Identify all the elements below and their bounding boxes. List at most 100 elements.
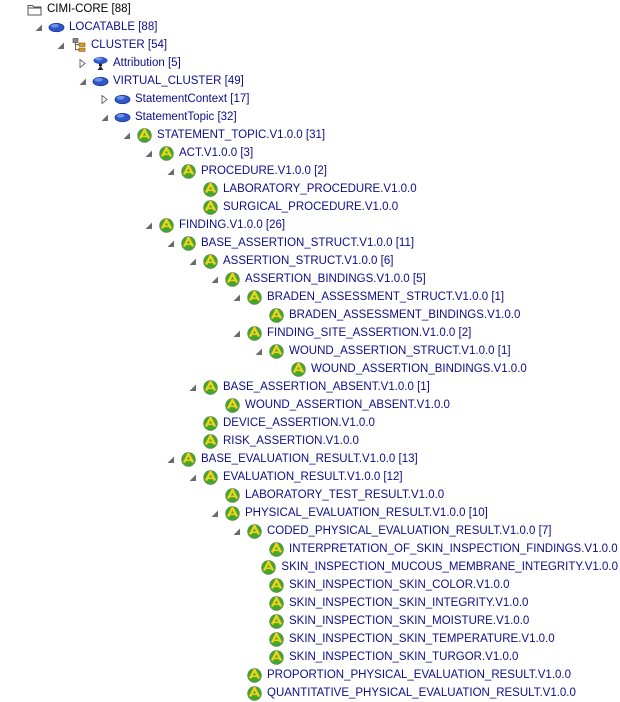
expanded-twisty-icon[interactable] (209, 508, 220, 519)
tree-node-statement-topic-v1-0-0[interactable]: STATEMENT_TOPIC.V1.0.0 [31] (0, 126, 620, 144)
tree-node-skin-inspection-skin-temperature-v1-0-0[interactable]: SKIN_INSPECTION_SKIN_TEMPERATURE.V1.0.0 (0, 630, 620, 648)
tree-node-label: ASSERTION_STRUCT.V1.0.0 [6] (223, 255, 394, 267)
tree-node-finding-site-assertion-v1-0-0[interactable]: FINDING_SITE_ASSERTION.V1.0.0 [2] (0, 324, 620, 342)
expanded-twisty-icon[interactable] (165, 454, 176, 465)
folder-icon (26, 1, 43, 17)
tree-node-skin-inspection-skin-turgor-v1-0-0[interactable]: SKIN_INSPECTION_SKIN_TURGOR.V1.0.0 (0, 648, 620, 666)
archetype-icon (136, 127, 153, 143)
tree-node-risk-assertion-v1-0-0[interactable]: RISK_ASSERTION.V1.0.0 (0, 432, 620, 450)
archetype-icon (268, 613, 285, 629)
expanded-twisty-icon[interactable] (187, 256, 198, 267)
tree-node-wound-assertion-struct-v1-0-0[interactable]: WOUND_ASSERTION_STRUCT.V1.0.0 [1] (0, 342, 620, 360)
tree-node-label: SKIN_INSPECTION_SKIN_TURGOR.V1.0.0 (289, 651, 519, 663)
tree-node-skin-inspection-mucous-membrane-integrity-v1-0-0[interactable]: SKIN_INSPECTION_MUCOUS_MEMBRANE_INTEGRIT… (0, 558, 620, 576)
tree-node-procedure-v1-0-0[interactable]: PROCEDURE.V1.0.0 [2] (0, 162, 620, 180)
tree-node-cluster[interactable]: CLUSTER [54] (0, 36, 620, 54)
tree-node-label: QUANTITATIVE_PHYSICAL_EVALUATION_RESULT.… (267, 687, 576, 699)
expanded-twisty-icon[interactable] (231, 526, 242, 537)
expanded-twisty-icon[interactable] (33, 22, 44, 33)
tree-node-wound-assertion-bindings-v1-0-0[interactable]: WOUND_ASSERTION_BINDINGS.V1.0.0 (0, 360, 620, 378)
tree-node-quantitative-physical-evaluation-result-v1-0-0[interactable]: QUANTITATIVE_PHYSICAL_EVALUATION_RESULT.… (0, 684, 620, 702)
tree-node-surgical-procedure-v1-0-0[interactable]: SURGICAL_PROCEDURE.V1.0.0 (0, 198, 620, 216)
expanded-twisty-icon[interactable] (187, 382, 198, 393)
expanded-twisty-icon[interactable] (231, 328, 242, 339)
tree-node-cimi-core[interactable]: CIMI-CORE [88] (0, 0, 620, 18)
expanded-twisty-icon[interactable] (209, 274, 220, 285)
archetype-icon (268, 307, 285, 323)
expanded-twisty-icon[interactable] (143, 148, 154, 159)
tree-node-assertion-bindings-v1-0-0[interactable]: ASSERTION_BINDINGS.V1.0.0 [5] (0, 270, 620, 288)
tree-node-base-evaluation-result-v1-0-0[interactable]: BASE_EVALUATION_RESULT.V1.0.0 [13] (0, 450, 620, 468)
archetype-icon (224, 397, 241, 413)
tree-node-label: CODED_PHYSICAL_EVALUATION_RESULT.V1.0.0 … (267, 525, 552, 537)
tree-node-braden-assessment-bindings-v1-0-0[interactable]: BRADEN_ASSESSMENT_BINDINGS.V1.0.0 (0, 306, 620, 324)
tree-node-locatable[interactable]: LOCATABLE [88] (0, 18, 620, 36)
tree-node-finding-v1-0-0[interactable]: FINDING.V1.0.0 [26] (0, 216, 620, 234)
tree-node-statementtopic[interactable]: StatementTopic [32] (0, 108, 620, 126)
archetype-icon (202, 415, 219, 431)
tree-node-act-v1-0-0[interactable]: ACT.V1.0.0 [3] (0, 144, 620, 162)
tree-node-proportion-physical-evaluation-result-v1-0-0[interactable]: PROPORTION_PHYSICAL_EVALUATION_RESULT.V1… (0, 666, 620, 684)
blue-blob-icon (114, 91, 131, 107)
archetype-icon (268, 595, 285, 611)
expanded-twisty-icon[interactable] (165, 238, 176, 249)
tree-node-statementcontext[interactable]: StatementContext [17] (0, 90, 620, 108)
tree-node-label: StatementContext [17] (135, 93, 250, 105)
tree-node-label: STATEMENT_TOPIC.V1.0.0 [31] (157, 129, 326, 141)
tree-node-label: SKIN_INSPECTION_SKIN_INTEGRITY.V1.0.0 (289, 597, 529, 609)
tree-node-label: SKIN_INSPECTION_SKIN_MOISTURE.V1.0.0 (289, 615, 530, 627)
expanded-twisty-icon[interactable] (187, 472, 198, 483)
tree-node-assertion-struct-v1-0-0[interactable]: ASSERTION_STRUCT.V1.0.0 [6] (0, 252, 620, 270)
tree-node-skin-inspection-skin-color-v1-0-0[interactable]: SKIN_INSPECTION_SKIN_COLOR.V1.0.0 (0, 576, 620, 594)
tree-node-coded-physical-evaluation-result-v1-0-0[interactable]: CODED_PHYSICAL_EVALUATION_RESULT.V1.0.0 … (0, 522, 620, 540)
expanded-twisty-icon[interactable] (99, 112, 110, 123)
tree-node-base-assertion-struct-v1-0-0[interactable]: BASE_ASSERTION_STRUCT.V1.0.0 [11] (0, 234, 620, 252)
tree-node-braden-assessment-struct-v1-0-0[interactable]: BRADEN_ASSESSMENT_STRUCT.V1.0.0 [1] (0, 288, 620, 306)
tree-node-label: PROCEDURE.V1.0.0 [2] (201, 165, 327, 177)
archetype-icon (290, 361, 307, 377)
tree-node-attribution[interactable]: Attribution [5] (0, 54, 620, 72)
archetype-icon (202, 433, 219, 449)
expanded-twisty-icon[interactable] (253, 346, 264, 357)
tree-node-interpretation-of-skin-inspection-findings-v1-0-0[interactable]: INTERPRETATION_OF_SKIN_INSPECTION_FINDIN… (0, 540, 620, 558)
tree-node-device-assertion-v1-0-0[interactable]: DEVICE_ASSERTION.V1.0.0 (0, 414, 620, 432)
tree-node-label: RISK_ASSERTION.V1.0.0 (223, 435, 359, 447)
archetype-icon (202, 181, 219, 197)
tree-node-virtual-cluster[interactable]: VIRTUAL_CLUSTER [49] (0, 72, 620, 90)
archetype-icon (268, 541, 285, 557)
archetype-icon (246, 523, 263, 539)
tree-node-label: WOUND_ASSERTION_BINDINGS.V1.0.0 (311, 363, 527, 375)
tree-node-label: LOCATABLE [88] (69, 21, 158, 33)
tree-node-laboratory-procedure-v1-0-0[interactable]: LABORATORY_PROCEDURE.V1.0.0 (0, 180, 620, 198)
tree-node-label: SKIN_INSPECTION_MUCOUS_MEMBRANE_INTEGRIT… (281, 561, 618, 573)
expanded-twisty-icon[interactable] (77, 76, 88, 87)
tree-node-label: SURGICAL_PROCEDURE.V1.0.0 (223, 201, 399, 213)
archetype-icon (268, 577, 285, 593)
expanded-twisty-icon[interactable] (165, 166, 176, 177)
expanded-twisty-icon[interactable] (55, 40, 66, 51)
archetype-icon (260, 559, 277, 575)
hierarchy-icon (70, 37, 87, 53)
expanded-twisty-icon[interactable] (121, 130, 132, 141)
archetype-icon (268, 631, 285, 647)
tree-node-label: ASSERTION_BINDINGS.V1.0.0 [5] (245, 273, 426, 285)
tree-node-base-assertion-absent-v1-0-0[interactable]: BASE_ASSERTION_ABSENT.V1.0.0 [1] (0, 378, 620, 396)
tree-node-skin-inspection-skin-integrity-v1-0-0[interactable]: SKIN_INSPECTION_SKIN_INTEGRITY.V1.0.0 (0, 594, 620, 612)
collapsed-twisty-icon[interactable] (77, 58, 88, 69)
archetype-icon (158, 217, 175, 233)
archetype-icon (224, 505, 241, 521)
tree-node-label: StatementTopic [32] (135, 111, 237, 123)
tree-node-laboratory-test-result-v1-0-0[interactable]: LABORATORY_TEST_RESULT.V1.0.0 (0, 486, 620, 504)
archetype-icon (224, 271, 241, 287)
tree-node-skin-inspection-skin-moisture-v1-0-0[interactable]: SKIN_INSPECTION_SKIN_MOISTURE.V1.0.0 (0, 612, 620, 630)
tree-node-wound-assertion-absent-v1-0-0[interactable]: WOUND_ASSERTION_ABSENT.V1.0.0 (0, 396, 620, 414)
tree-node-evaluation-result-v1-0-0[interactable]: EVALUATION_RESULT.V1.0.0 [12] (0, 468, 620, 486)
tree-node-label: VIRTUAL_CLUSTER [49] (113, 75, 244, 87)
expanded-twisty-icon[interactable] (231, 292, 242, 303)
expanded-twisty-icon[interactable] (143, 220, 154, 231)
tree-node-physical-evaluation-result-v1-0-0[interactable]: PHYSICAL_EVALUATION_RESULT.V1.0.0 [10] (0, 504, 620, 522)
archetype-icon (202, 469, 219, 485)
archetype-icon (180, 163, 197, 179)
collapsed-twisty-icon[interactable] (99, 94, 110, 105)
tree-node-label: BRADEN_ASSESSMENT_STRUCT.V1.0.0 [1] (267, 291, 505, 303)
